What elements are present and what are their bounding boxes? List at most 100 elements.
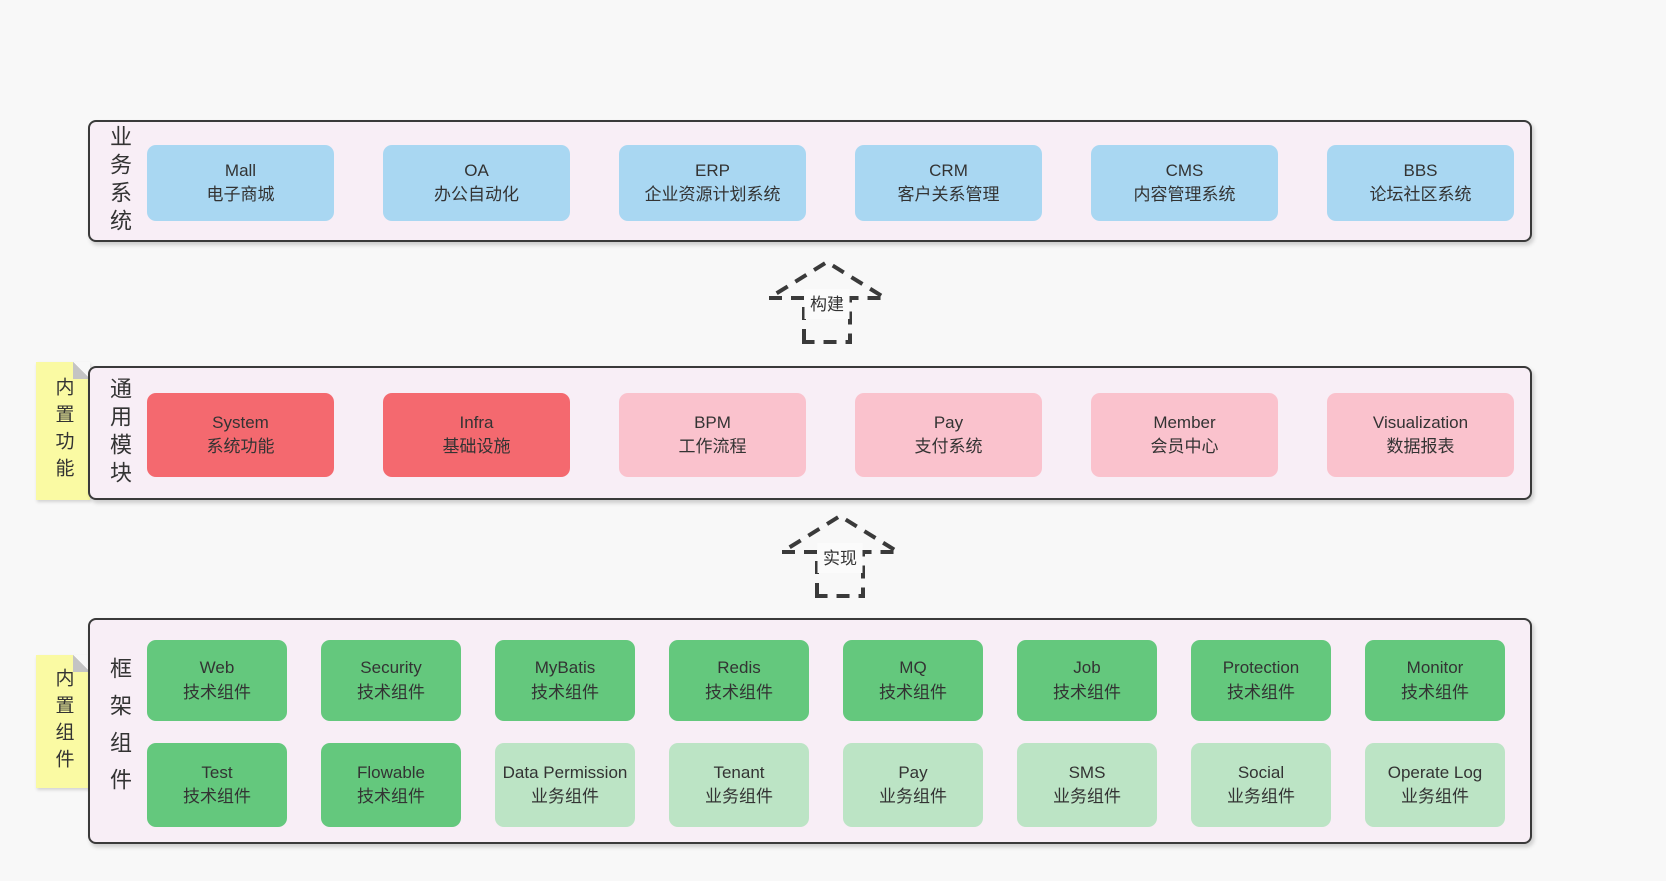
up-arrow-build: 构建 (761, 259, 893, 344)
box-title: Tenant (713, 762, 765, 782)
box-subtitle: 技术组件 (1401, 682, 1469, 702)
up-arrow-outline (774, 513, 906, 598)
box-tenant: Tenant 业务组件 (669, 743, 809, 827)
box-subtitle: 客户关系管理 (897, 185, 1000, 204)
box-subtitle: 业务组件 (1053, 787, 1121, 806)
box-subtitle: 论坛社区系统 (1369, 185, 1472, 204)
business-box-row: Mall 电子商城 OA 办公自动化 ERP 企业资源计划系统 CRM 客户关系… (147, 145, 1514, 221)
box-flowable: Flowable 技术组件 (321, 743, 461, 827)
box-title: Protection (1222, 658, 1300, 678)
box-title: ERP (695, 160, 730, 180)
layer-title-framework-components: 框架组件 (107, 657, 132, 805)
box-title: System (212, 412, 269, 432)
box-visualization: Visualization 数据报表 (1327, 393, 1514, 477)
box-title: Visualization (1372, 412, 1469, 432)
box-bpm: BPM 工作流程 (619, 393, 806, 477)
box-subtitle: 支付系统 (914, 437, 983, 456)
box-subtitle: 技术组件 (879, 682, 947, 702)
layer-common-modules: 通用模块 System 系统功能 Infra 基础设施 BPM 工作流程 Pay… (88, 366, 1532, 500)
folded-corner-icon (73, 362, 90, 379)
box-title: BBS (1403, 160, 1438, 180)
box-subtitle: 工作流程 (678, 437, 747, 456)
components-box-row-1: Web 技术组件 Security 技术组件 MyBatis 技术组件 Redi… (147, 640, 1505, 721)
layer-title-business-systems: 业务系统 (107, 125, 132, 237)
box-redis: Redis 技术组件 (669, 640, 809, 721)
box-title: MQ (899, 658, 927, 678)
box-title: Mall (224, 160, 257, 180)
box-web: Web 技术组件 (147, 640, 287, 721)
box-title: Web (199, 658, 235, 678)
box-crm: CRM 客户关系管理 (855, 145, 1042, 221)
sticky-note-built-in-components: 内置组件 (36, 655, 90, 788)
box-title: Security (360, 658, 422, 678)
box-member: Member 会员中心 (1091, 393, 1278, 477)
box-security: Security 技术组件 (321, 640, 461, 721)
arrow-label: 构建 (810, 295, 844, 314)
box-subtitle: 数据报表 (1386, 437, 1455, 456)
box-subtitle: 业务组件 (531, 787, 599, 806)
box-protection: Protection 技术组件 (1191, 640, 1331, 721)
up-arrow-outline (761, 259, 893, 344)
box-subtitle: 内容管理系统 (1133, 185, 1236, 204)
box-title: Member (1153, 412, 1216, 432)
box-title: BPM (694, 412, 731, 432)
note-text: 内置功能 (52, 377, 74, 485)
box-title: SMS (1068, 762, 1106, 782)
box-operate-log: Operate Log 业务组件 (1365, 743, 1505, 827)
layer-framework-components: 框架组件 Web 技术组件 Security 技术组件 MyBatis 技术组件… (88, 618, 1532, 844)
box-title: Pay (933, 412, 964, 432)
box-subtitle: 基础设施 (442, 437, 511, 456)
box-subtitle: 会员中心 (1150, 437, 1219, 456)
box-subtitle: 业务组件 (1401, 787, 1469, 806)
box-title: CRM (929, 160, 968, 180)
box-subtitle: 技术组件 (183, 682, 251, 702)
arrow-label-background (817, 543, 863, 573)
box-subtitle: 技术组件 (357, 682, 425, 702)
box-social: Social 业务组件 (1191, 743, 1331, 827)
box-mall: Mall 电子商城 (147, 145, 334, 221)
box-title: Monitor (1406, 658, 1464, 678)
box-monitor: Monitor 技术组件 (1365, 640, 1505, 721)
box-subtitle: 业务组件 (1227, 787, 1295, 806)
folded-corner-icon (73, 655, 90, 672)
box-title: Job (1073, 658, 1101, 678)
box-pay-system: Pay 支付系统 (855, 393, 1042, 477)
box-subtitle: 企业资源计划系统 (644, 185, 781, 204)
box-title: Pay (898, 762, 928, 782)
box-subtitle: 技术组件 (1227, 682, 1295, 702)
box-pay-component: Pay 业务组件 (843, 743, 983, 827)
sticky-note-built-in-functions: 内置功能 (36, 362, 90, 500)
box-mybatis: MyBatis 技术组件 (495, 640, 635, 721)
box-title: CMS (1165, 160, 1204, 180)
box-subtitle: 办公自动化 (434, 185, 519, 204)
note-text: 内置组件 (52, 667, 74, 776)
box-subtitle: 业务组件 (879, 787, 947, 806)
box-job: Job 技术组件 (1017, 640, 1157, 721)
box-cms: CMS 内容管理系统 (1091, 145, 1278, 221)
box-sms: SMS 业务组件 (1017, 743, 1157, 827)
box-title: MyBatis (534, 658, 596, 678)
box-test: Test 技术组件 (147, 743, 287, 827)
box-subtitle: 电子商城 (206, 185, 275, 204)
box-title: Data Permission (502, 762, 628, 782)
box-oa: OA 办公自动化 (383, 145, 570, 221)
box-subtitle: 技术组件 (357, 787, 425, 806)
box-title: Test (201, 762, 233, 782)
box-mq: MQ 技术组件 (843, 640, 983, 721)
box-system: System 系统功能 (147, 393, 334, 477)
box-title: Flowable (356, 762, 426, 782)
components-box-row-2: Test 技术组件 Flowable 技术组件 Data Permission … (147, 743, 1505, 827)
box-subtitle: 技术组件 (531, 682, 599, 702)
box-subtitle: 技术组件 (1053, 682, 1121, 702)
box-infra: Infra 基础设施 (383, 393, 570, 477)
layer-title-common-modules: 通用模块 (107, 377, 132, 489)
box-title: Social (1237, 762, 1285, 782)
up-arrow-implement: 实现 (774, 513, 906, 598)
layer-business-systems: 业务系统 Mall 电子商城 OA 办公自动化 ERP 企业资源计划系统 CRM… (88, 120, 1532, 242)
box-erp: ERP 企业资源计划系统 (619, 145, 806, 221)
box-title: Infra (459, 412, 494, 432)
box-data-permission: Data Permission 业务组件 (495, 743, 635, 827)
box-title: Operate Log (1387, 762, 1483, 782)
box-subtitle: 技术组件 (705, 682, 773, 702)
box-title: Redis (717, 658, 761, 678)
